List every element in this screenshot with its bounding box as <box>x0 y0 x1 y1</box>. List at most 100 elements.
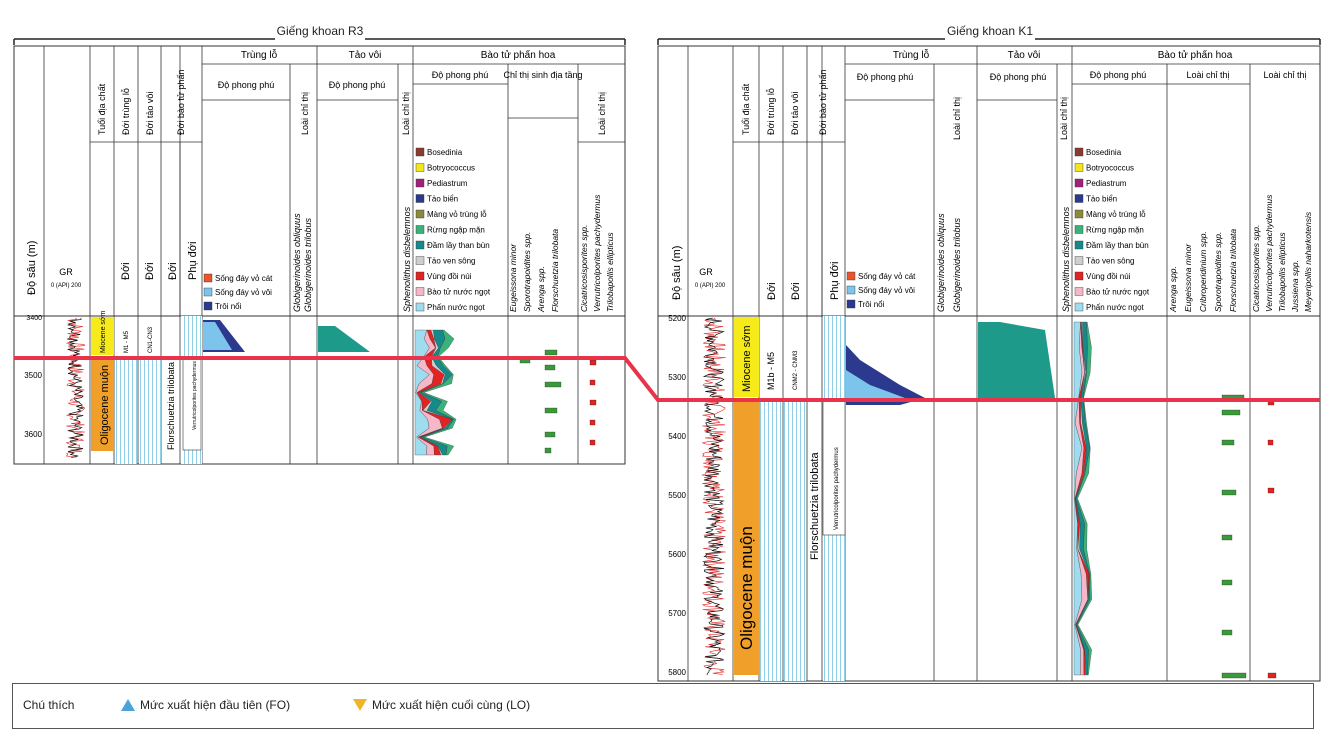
occurrence-bar <box>589 439 596 446</box>
r3-col-phu-doi: Phụ đới <box>187 242 199 280</box>
species-label: Globigerinoides obliquus <box>292 213 302 312</box>
legend-swatch <box>1074 225 1084 234</box>
k1-age-lower-box <box>734 400 759 675</box>
k1-header-bao-tu: Bào tử phấn hoa <box>1158 49 1233 61</box>
legend-swatch <box>415 163 425 172</box>
occurrence-bar <box>544 431 556 438</box>
legend-title: Chú thích <box>23 698 75 712</box>
fo-triangle-icon <box>121 699 135 711</box>
legend-label: Bosedinia <box>427 148 463 157</box>
k1-foram-zone: M1b - M5 <box>766 352 776 390</box>
legend-label: Rừng ngập mặn <box>1086 226 1144 235</box>
occurrence-bar <box>589 379 596 386</box>
species-label: Verrutricolporites pachydermus <box>592 194 602 312</box>
k1-header-loai-chi-thi-a: Loài chỉ thị <box>1186 70 1229 80</box>
species-label: Cicatricosisporites spp. <box>1251 225 1261 312</box>
legend-label: Tảo ven sông <box>427 257 475 266</box>
r3-depth-top: 3400 <box>26 315 42 322</box>
species-label: Florschuetzia trilobata <box>550 229 560 312</box>
legend-swatch <box>1074 178 1084 188</box>
species-label: Cribroperidinium spp. <box>1198 231 1208 312</box>
r3-nanno-zone: CN1-CN3 <box>148 326 154 353</box>
legend-label: Sống đáy vỏ cát <box>858 272 916 281</box>
legend-label: Màng vỏ trùng lỗ <box>1086 210 1146 219</box>
occurrence-bar <box>589 419 596 426</box>
occurrence-bar <box>544 349 558 356</box>
k1-col-doi-bao-tu: Đới bào tử phấn <box>818 70 828 135</box>
k1-depth-tick: 5200 <box>668 314 686 323</box>
species-label: Trilobapollis ellipticus <box>605 232 615 312</box>
r3-age-upper: Miocene sớm <box>100 311 107 353</box>
k1-depth-tick: 5600 <box>668 550 686 559</box>
r3-header-bao-tu: Bào tử phấn hoa <box>481 49 556 61</box>
r3-age-lower: Oligocene muộn <box>99 365 111 445</box>
species-label: Florschuetzia trilobata <box>1228 229 1238 312</box>
legend-label: Phấn nước ngọt <box>427 303 486 312</box>
r3-pollen-species-b: Cicatricosisporites spp.Verrutricolporit… <box>579 194 615 446</box>
legend-swatch <box>415 194 425 203</box>
legend-label: Bosedinia <box>1086 148 1122 157</box>
well-k1: Giếng khoan K1 Trùng lỗ Tảo vôi <box>657 22 1321 682</box>
r3-gr-label: GR <box>59 267 73 277</box>
r3-loai-chi-thi-nanno: Loài chỉ thị <box>401 92 411 135</box>
k1-header-phong-phu-foram: Độ phong phú <box>857 72 914 82</box>
k1-loai-chi-thi-nanno: Loài chỉ thị <box>1059 97 1069 140</box>
well-r3: Giếng khoan R3 <box>13 22 626 465</box>
r3-depth-3600: 3600 <box>24 430 42 439</box>
k1-gr-label: GR <box>699 267 713 277</box>
r3-col-tuoi: Tuổi địa chất <box>97 83 107 135</box>
species-label: Globigerinoides trilobus <box>303 217 313 312</box>
species-label: Trilobapollis ellipticus <box>1277 232 1287 312</box>
legend-fo: Mức xuất hiện đầu tiên (FO) <box>140 698 291 712</box>
legend-swatch <box>1074 240 1084 250</box>
legend-label: Trôi nổi <box>858 300 885 309</box>
legend-swatch <box>415 225 425 234</box>
k1-loai-chi-thi-foram: Loài chỉ thị <box>952 97 962 140</box>
r3-nanno-species-list: Sphenolithus disbelemnos <box>402 206 412 312</box>
r3-col-doi-1: Đới <box>120 262 132 280</box>
r3-col-doi-trung-lo: Đới trùng lỗ <box>121 88 131 135</box>
occurrence-bar <box>1267 439 1274 446</box>
k1-col-doi-1: Đới <box>766 282 778 300</box>
legend-swatch <box>203 287 213 297</box>
legend-swatch <box>1074 163 1084 172</box>
legend-label: Rừng ngập mặn <box>427 226 485 235</box>
k1-depth-tick: 5800 <box>668 668 686 677</box>
legend-label: Tảo biển <box>1086 195 1117 204</box>
occurrence-bar <box>1221 409 1241 416</box>
species-label: Jussiena spp. <box>1290 260 1300 313</box>
r3-col-doi-3: Đới <box>167 262 179 280</box>
occurrence-bar <box>544 447 552 454</box>
k1-col-doi-trung-lo: Đới trùng lỗ <box>766 88 776 135</box>
legend-label: Sống đáy vỏ vôi <box>215 288 272 297</box>
occurrence-bar <box>1221 439 1235 446</box>
r3-age-upper-box <box>91 317 114 355</box>
legend-label: Màng vỏ trùng lỗ <box>427 210 487 219</box>
legend-label: Pediastrum <box>1086 179 1127 188</box>
legend-swatch <box>415 178 425 188</box>
k1-gr-scale: 0 (API) 200 <box>695 283 726 289</box>
k1-depth-tick: 5700 <box>668 609 686 618</box>
legend-label: Tảo ven sông <box>1086 257 1134 266</box>
k1-spore-zone: Florschuetzia trilobata <box>809 452 821 560</box>
r3-header-phong-phu-pollen: Độ phong phú <box>432 70 489 80</box>
r3-gr-log <box>65 317 86 458</box>
k1-age-upper: Miocene sớm <box>741 325 753 392</box>
r3-pollen-abundance <box>414 329 457 456</box>
k1-col-doi-tao-voi: Đới tảo vôi <box>790 92 800 135</box>
k1-age-lower: Oligocene muộn <box>737 526 756 650</box>
legend-swatch <box>415 209 425 219</box>
species-label: Meyeripollis naharkotensis <box>1303 211 1313 312</box>
legend-swatch <box>415 147 425 157</box>
k1-title: Giếng khoan K1 <box>947 24 1033 38</box>
k1-header-trung-lo: Trùng lỗ <box>893 48 930 61</box>
legend-label: Sống đáy vỏ cát <box>215 274 273 283</box>
legend-label: Tảo biển <box>427 195 458 204</box>
